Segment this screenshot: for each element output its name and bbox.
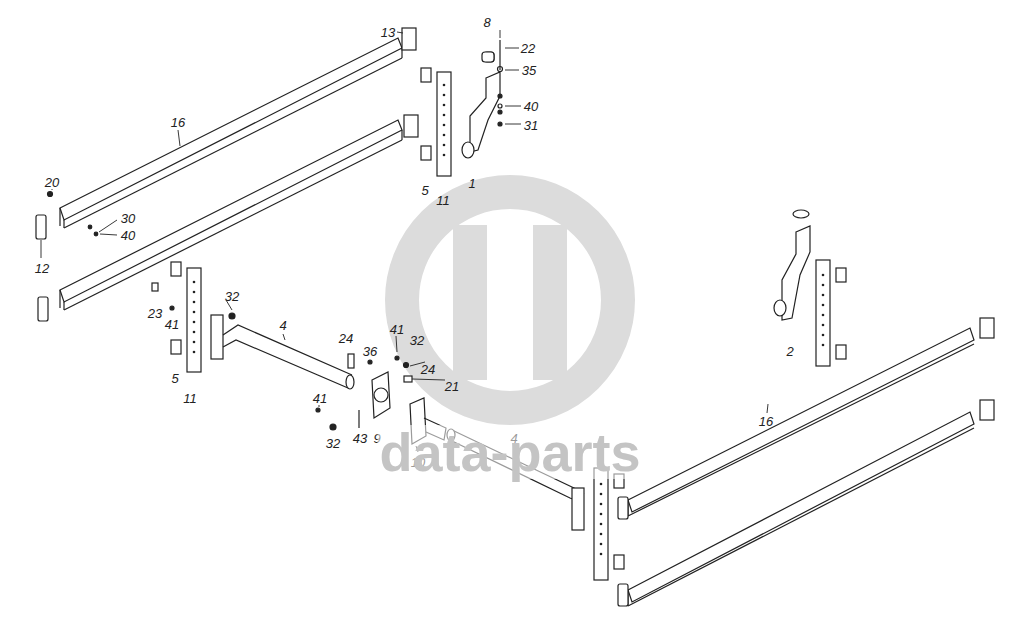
rail-clip <box>402 28 416 50</box>
callout-number: 20 <box>45 176 59 189</box>
stake-post <box>816 260 846 366</box>
end-cap <box>38 297 48 321</box>
callout-number: 32 <box>225 290 239 303</box>
callout-number: 35 <box>522 64 536 77</box>
callout-number: 36 <box>363 345 377 358</box>
stake-post <box>594 468 624 580</box>
stake-bracket <box>462 40 502 158</box>
callout-number: 41 <box>165 318 179 331</box>
callout-number: 2 <box>786 345 793 358</box>
rail-clip <box>404 115 418 137</box>
callout-number: 23 <box>148 307 162 320</box>
callout-number: 30 <box>121 212 135 225</box>
stake-bracket <box>774 210 810 320</box>
callout-number: 24 <box>421 363 435 376</box>
watermark-logo <box>402 192 618 408</box>
callout-number: 12 <box>35 262 49 275</box>
callout-number: 13 <box>381 26 395 39</box>
callout-number: 41 <box>313 392 327 405</box>
callout-number: 32 <box>326 437 340 450</box>
stake-post <box>421 68 451 176</box>
callout-number: 11 <box>436 194 450 207</box>
callout-number: 16 <box>759 415 773 428</box>
watermark: data-parts <box>377 425 642 479</box>
callout-number: 4 <box>279 319 286 332</box>
leader-line <box>41 30 768 452</box>
callout-number: 40 <box>121 229 135 242</box>
side-rail <box>618 318 994 606</box>
callout-number: 24 <box>339 332 353 345</box>
side-rail <box>60 38 402 310</box>
callout-number: 41 <box>390 323 404 336</box>
callout-number: 43 <box>353 432 367 445</box>
callout-number: 40 <box>524 100 538 113</box>
callout-number: 32 <box>410 334 424 347</box>
tube-coupling <box>372 372 412 418</box>
callout-number: 21 <box>445 380 459 393</box>
hardware <box>48 52 503 430</box>
cross-tube <box>211 315 354 389</box>
callout-number: 11 <box>183 392 197 405</box>
end-cap <box>36 215 46 239</box>
callout-number: 5 <box>171 372 178 385</box>
callout-number: 31 <box>524 119 538 132</box>
callout-number: 8 <box>483 16 490 29</box>
callout-number: 5 <box>421 184 428 197</box>
callout-number: 1 <box>468 177 475 190</box>
callout-number: 16 <box>171 116 185 129</box>
callout-number: 22 <box>521 42 535 55</box>
